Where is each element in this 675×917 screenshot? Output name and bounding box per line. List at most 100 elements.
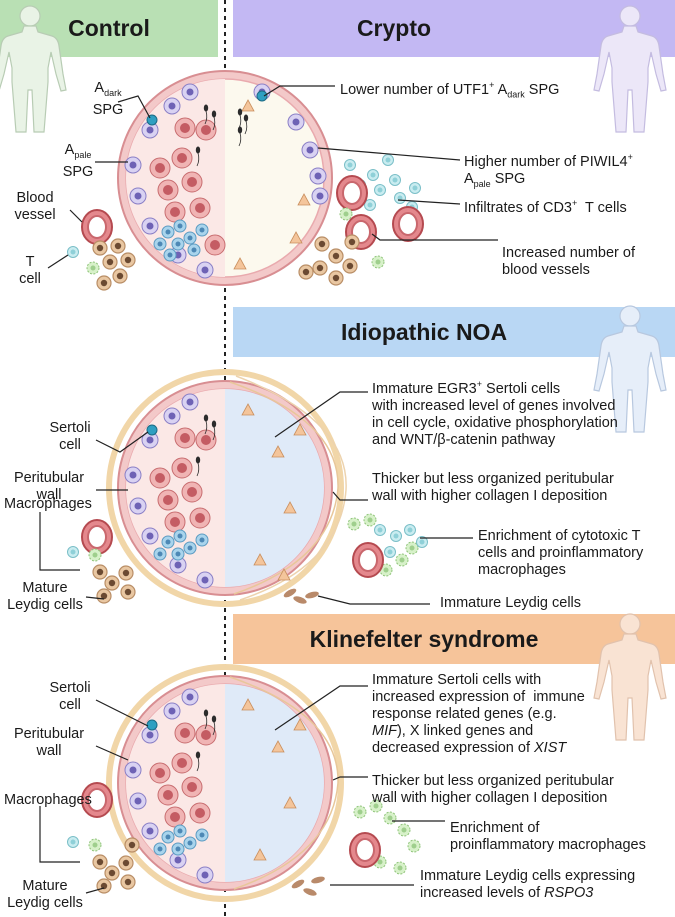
ks-immune-1: Enrichment of [450, 820, 540, 836]
adark-spg-label: Adark SPG [88, 80, 128, 119]
peritubular-label-noa: Peritubular wall [4, 470, 94, 504]
cd3-pre: Infiltrates of CD3 [464, 199, 572, 216]
klinefelter-header-text: Klinefelter syndrome [309, 625, 539, 652]
macrophages: Macrophages [4, 496, 92, 512]
vessels-annotation: Increased number of blood vessels [502, 245, 635, 279]
ks-immune-2: proinflammatory macrophages [450, 837, 646, 853]
sertoli-2: cell [59, 437, 81, 453]
tcell-2: cell [19, 271, 41, 287]
cd3-post: T cells [577, 199, 627, 216]
noa-sertoli-1-post: Sertoli cells [482, 380, 561, 397]
ks-sertoli-5-it: XIST [534, 740, 567, 756]
piwil-sub: pale [473, 178, 491, 189]
ks-leydig-annotation: Immature Leydig cells expressing increas… [420, 868, 635, 902]
mature-2: Leydig cells [7, 895, 83, 911]
ks-wall-1: Thicker but less organized peritubular [372, 773, 614, 789]
ks-wall-2: wall with higher collagen I deposition [372, 790, 608, 806]
noa-leydig: Immature Leydig cells [440, 595, 582, 611]
peritubular-1: Peritubular [13, 470, 85, 486]
sertoli-1: Sertoli [49, 420, 91, 436]
control-header-text: Control [68, 15, 150, 41]
noa-sertoli-annotation: Immature EGR3+ Sertoli cells with increa… [372, 376, 618, 449]
human-silhouette-ks [593, 613, 667, 741]
adark-sub: dark [104, 87, 122, 98]
vessels-2: blood vessels [502, 262, 590, 278]
mature-leydig-label-ks: Mature Leydig cells [0, 878, 90, 912]
noa-sertoli-3: in cell cycle, oxidative phosphorylation [372, 414, 618, 431]
tubule-crypto [117, 70, 333, 286]
noa-sertoli-2: with increased level of genes involved [372, 397, 616, 414]
ks-leydig-2-it: RSPO3 [544, 885, 594, 901]
cd3-annotation: Infiltrates of CD3+ T cells [464, 195, 627, 217]
peritubular-1: Peritubular [13, 726, 85, 742]
vessels-1: Increased number of [502, 245, 635, 261]
macrophages-label-ks: Macrophages [4, 792, 92, 809]
control-interstitium [67, 209, 136, 291]
piwil-line1: Higher number of PIWIL4 [464, 153, 628, 170]
mature-2: Leydig cells [7, 597, 83, 613]
leader-lines [39, 85, 498, 894]
ks-sertoli-annotation: Immature Sertoli cells with increased ex… [372, 672, 585, 757]
noa-immune-3: macrophages [478, 562, 566, 578]
ks-leydig-2-pre: increased levels of [420, 885, 545, 901]
peritubular-2: wall [36, 487, 62, 503]
utf1-sub: dark [507, 89, 525, 100]
mature-leydig-label-noa: Mature Leydig cells [0, 580, 90, 614]
utf1-post: SPG [524, 81, 560, 98]
apale-spg-label: Apale SPG [58, 142, 98, 181]
ks-immune-annotation: Enrichment of proinflammatory macrophage… [450, 820, 646, 854]
mature-1: Mature [22, 580, 68, 596]
sertoli-2: cell [59, 697, 81, 713]
noa-leydig-annotation: Immature Leydig cells [440, 595, 581, 612]
utf1-pre: Lower number of UTF1 [340, 81, 490, 98]
macrophages: Macrophages [4, 792, 92, 808]
sertoli-label-ks: Sertoli cell [40, 680, 100, 714]
noa-wall-1: Thicker but less organized peritubular [372, 471, 614, 487]
crypto-header-text: Crypto [356, 15, 432, 41]
noa-interstitium [67, 513, 428, 604]
noa-sertoli-1-sup: + [476, 379, 483, 389]
apale-spg: SPG [62, 163, 94, 180]
sertoli-1: Sertoli [49, 680, 91, 696]
tcell-1: T [25, 254, 35, 270]
piwil-annotation: Higher number of PIWIL4+ Apale SPG [464, 149, 633, 193]
utf1-annotation: Lower number of UTF1+ Adark SPG [340, 77, 559, 104]
utf1-a: A [494, 81, 508, 98]
ks-wall-annotation: Thicker but less organized peritubular w… [372, 773, 614, 807]
piwil-a: A [464, 170, 474, 187]
blood-vessel-2: vessel [14, 207, 56, 223]
ks-sertoli-4-post: ), X linked genes and [396, 723, 534, 739]
noa-immune-1: Enrichment of cytotoxic T [478, 528, 641, 544]
ks-leydig-1: Immature Leydig cells expressing [420, 868, 636, 884]
tcell-label: T cell [12, 254, 48, 288]
noa-sertoli-1-pre: Immature EGR3 [372, 380, 477, 397]
adark-spg: SPG [92, 101, 124, 118]
mature-1: Mature [22, 878, 68, 894]
noa-sertoli-4: and WNT/β-catenin pathway [372, 431, 556, 448]
utf1-sup: + [489, 80, 495, 90]
tubule-noa [106, 369, 347, 607]
noa-wall-2: wall with higher collagen I deposition [372, 488, 608, 504]
macrophages-label-noa: Macrophages [4, 496, 92, 513]
apale-main: A [64, 142, 75, 158]
peritubular-label-ks: Peritubular wall [4, 726, 94, 760]
piwil-post: SPG [490, 170, 526, 187]
ks-sertoli-2: increased expression of immune [372, 689, 585, 705]
tubule-ks [106, 664, 344, 902]
ks-interstitium [67, 782, 421, 896]
piwil-sup: + [627, 152, 633, 162]
noa-immune-annotation: Enrichment of cytotoxic T cells and proi… [478, 528, 643, 579]
klinefelter-header: Klinefelter syndrome [233, 614, 675, 664]
human-silhouette-control [0, 5, 67, 133]
sertoli-label-noa: Sertoli cell [40, 420, 100, 454]
blood-vessel-label: Blood vessel [0, 190, 70, 224]
adark-main: A [94, 80, 105, 96]
cd3-sup: + [572, 198, 578, 208]
apale-sub: pale [74, 149, 92, 160]
human-silhouette-crypto [593, 5, 667, 133]
blood-vessel-1: Blood [16, 190, 54, 206]
ks-sertoli-4-it: MIF [372, 723, 397, 739]
noa-wall-annotation: Thicker but less organized peritubular w… [372, 471, 614, 505]
idiopathic-header-text: Idiopathic NOA [340, 318, 508, 345]
ks-sertoli-3: response related genes (e.g. [372, 706, 557, 722]
